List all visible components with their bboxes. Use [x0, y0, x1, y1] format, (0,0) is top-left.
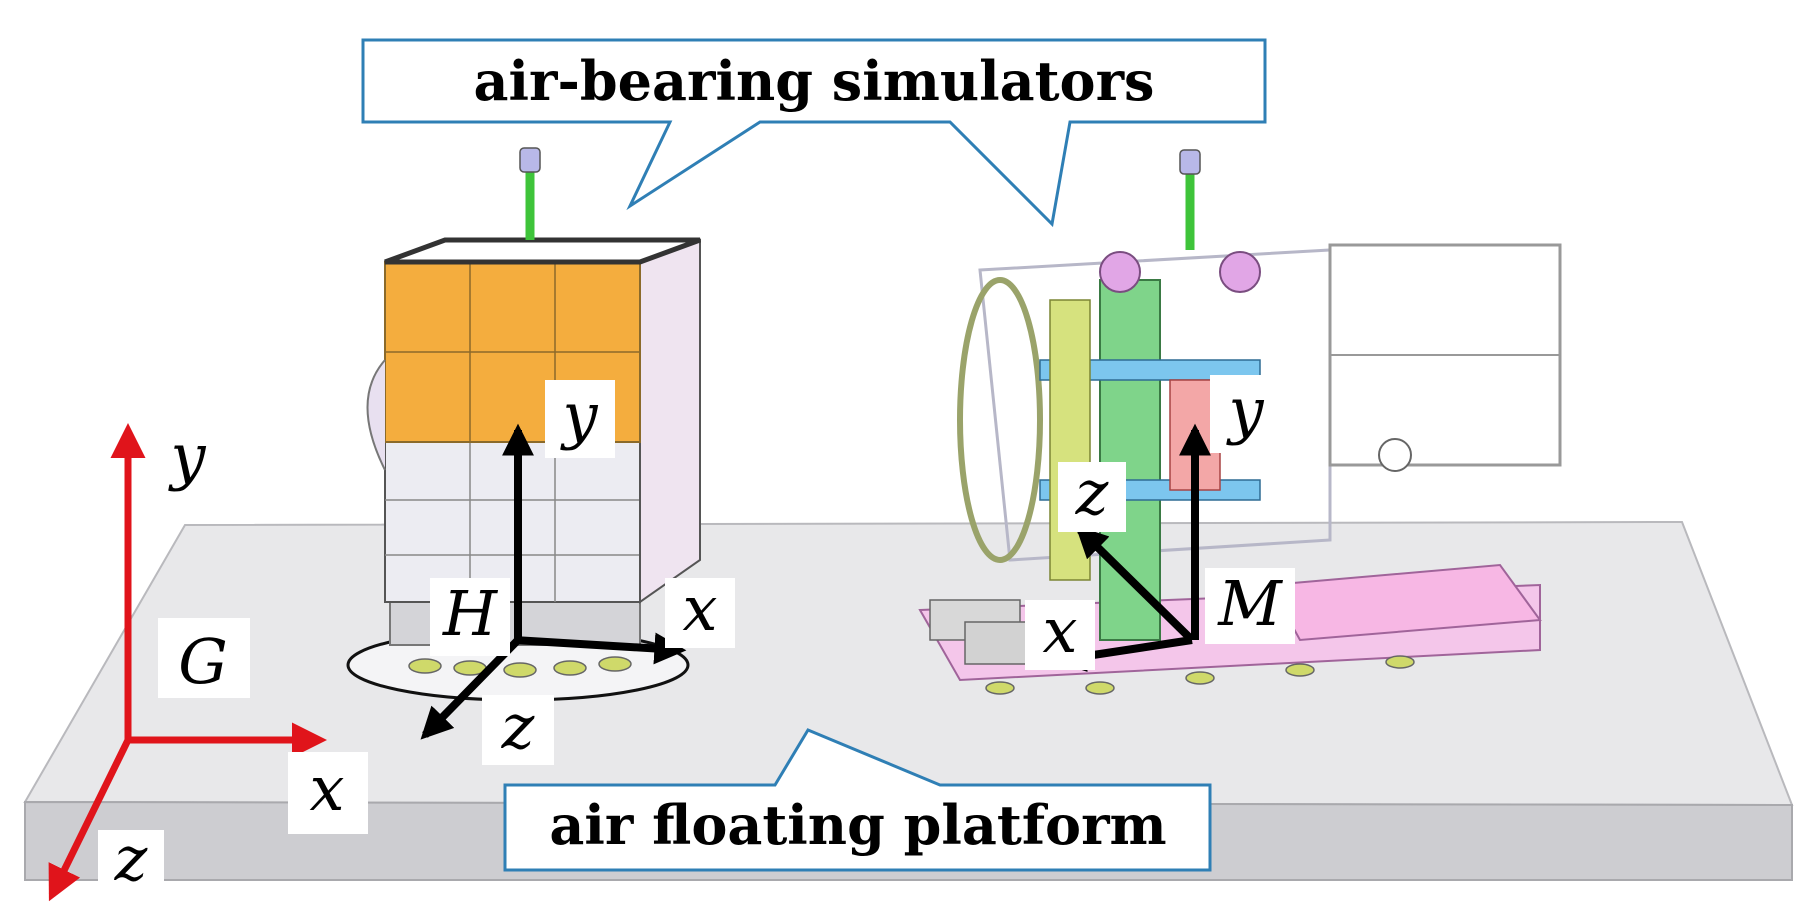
- m-x-label: x: [1043, 594, 1078, 667]
- inner-core-green: [1099, 279, 1161, 641]
- m-y-label-box: [1210, 375, 1282, 453]
- mast-cap-m: [1179, 149, 1201, 175]
- ground-z-label-box: [98, 830, 164, 900]
- outer-frame-cage: [978, 248, 1332, 562]
- ground-y-label: y: [167, 420, 206, 493]
- reaction-wheel-right: [1219, 251, 1261, 293]
- sled-feet: [985, 655, 1415, 695]
- reaction-wheel-left: [1099, 251, 1141, 293]
- m-y-label: y: [1225, 374, 1264, 447]
- ground-origin-label-box: [158, 618, 250, 698]
- h-x-axis-arrow: [513, 632, 687, 665]
- air-bearing-feet: [408, 656, 632, 678]
- m-origin-label: M: [1217, 567, 1283, 640]
- body-structure: [385, 442, 640, 602]
- simulator-h-frame: y H x z: [420, 379, 735, 765]
- ring-frame: [957, 277, 1043, 563]
- ground-z-label: z: [114, 822, 148, 895]
- simulator-h-side-panel: [639, 238, 701, 604]
- ground-x-label: x: [310, 752, 345, 825]
- simulator-h-body: [384, 441, 641, 603]
- ground-origin-label: G: [178, 625, 228, 698]
- h-x-label-box: [665, 578, 735, 648]
- ground-x-label-box: [288, 752, 368, 834]
- h-z-label: z: [501, 690, 535, 763]
- platform-callout-bubble: [503, 728, 1212, 872]
- h-origin-label-box: [430, 578, 510, 656]
- simulator-m-frame: y z M x: [1025, 374, 1295, 672]
- simulators-callout-text: air-bearing simulators: [474, 49, 1155, 113]
- callout-bubble: [361, 38, 1267, 228]
- h-origin-label: H: [442, 577, 499, 650]
- ground-frame: y G x z: [48, 418, 368, 902]
- h-x-label: x: [683, 572, 718, 645]
- m-z-label: z: [1075, 456, 1109, 529]
- h-y-label-box: [545, 380, 615, 458]
- simulator-h: [346, 147, 701, 702]
- m-z-axis-arrow: [1075, 525, 1195, 643]
- simulators-callout: air-bearing simulators: [361, 38, 1267, 228]
- m-z-label-box: [1058, 462, 1126, 532]
- h-z-label-box: [482, 695, 554, 765]
- side-hatch: [366, 359, 386, 471]
- m-x-label-box: [1025, 600, 1095, 670]
- top-grid-frame: [384, 237, 701, 265]
- inner-core-blue: [1039, 359, 1261, 381]
- ground-y-label-box: [152, 418, 224, 502]
- pulley-icon: [1378, 438, 1412, 472]
- mast-cap: [519, 147, 541, 173]
- ground-z-axis-arrow: [48, 738, 132, 902]
- h-y-label: y: [559, 379, 598, 452]
- platform-callout-text: air floating platform: [549, 793, 1166, 857]
- m-origin-label-box: [1205, 568, 1295, 644]
- platform-callout: air floating platform: [503, 728, 1212, 872]
